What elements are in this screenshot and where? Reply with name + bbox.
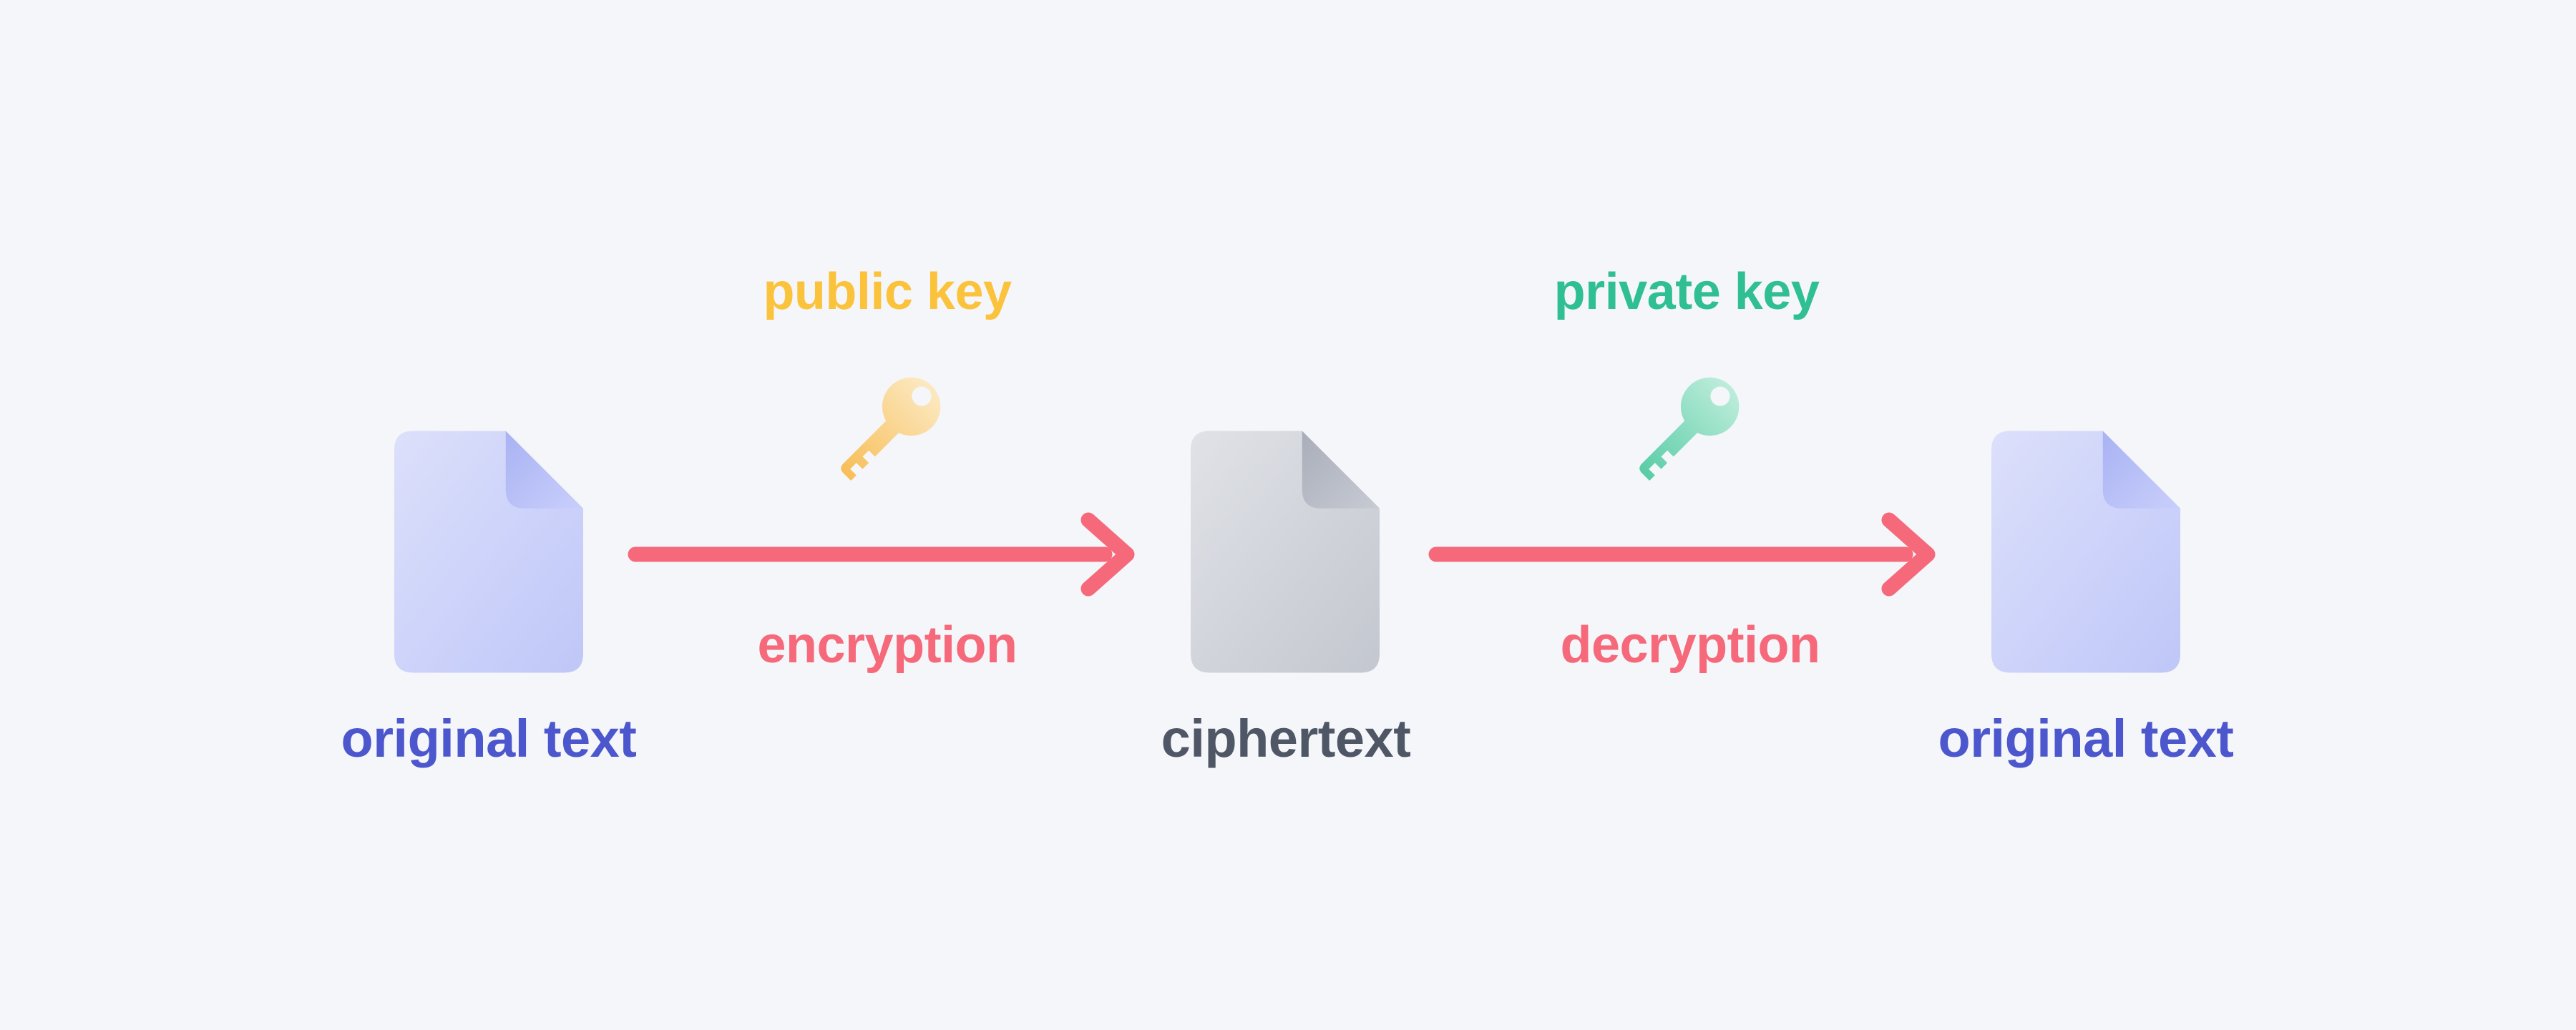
decryption-arrow-icon [1428, 512, 1936, 597]
plaintext-input-label: original text [341, 709, 637, 768]
plaintext-document-icon [394, 431, 583, 673]
plaintext-output-label: original text [1938, 709, 2234, 768]
encryption-arrow-icon [628, 512, 1135, 597]
ciphertext-label: ciphertext [1161, 709, 1411, 768]
plaintext-output-document-icon [1991, 431, 2180, 673]
encryption-label: encryption [757, 617, 1018, 674]
private-key-label: private key [1553, 263, 1820, 320]
public-key-icon [841, 377, 941, 481]
decryption-label: decryption [1560, 617, 1820, 674]
private-key-icon [1639, 377, 1740, 481]
ciphertext-document-icon [1191, 431, 1380, 673]
public-key-label: public key [763, 263, 1012, 320]
